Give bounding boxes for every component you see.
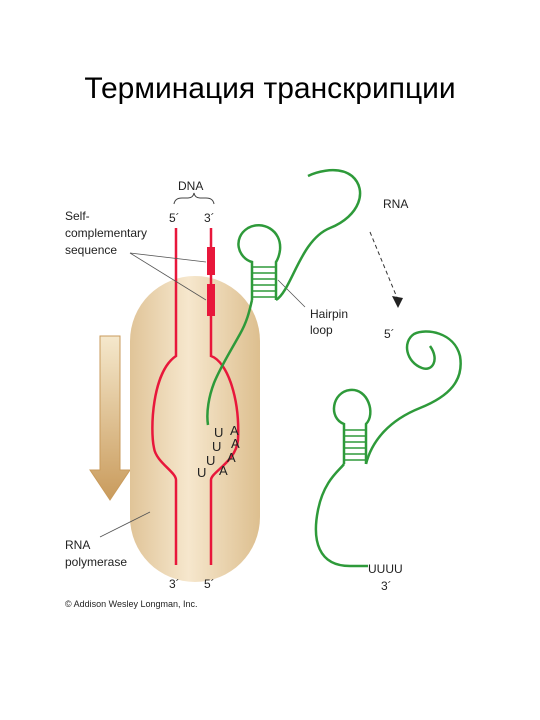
- hairpin-pointer: [277, 279, 306, 308]
- copyright-text: © Addison Wesley Longman, Inc.: [65, 599, 198, 609]
- hairpin-label-line1: Hairpin: [310, 307, 348, 321]
- rna-top-label: RNA: [383, 197, 408, 211]
- self-complementary-block-2: [207, 284, 215, 316]
- uuuu-label: UUUU: [368, 562, 403, 576]
- rna-polymerase-label-line2: polymerase: [65, 555, 127, 569]
- base-a-1: A: [230, 423, 239, 438]
- dna-coding-strand: [209, 228, 240, 565]
- self-label-line1: Self-: [65, 209, 90, 223]
- polymerase-pointer: [99, 511, 151, 538]
- base-u-4: U: [197, 465, 206, 480]
- base-u-2: U: [212, 439, 221, 454]
- dna-label: DNA: [178, 179, 203, 193]
- self-pointer-2: [129, 252, 207, 301]
- dna-top-5-prime: 5´: [169, 211, 180, 225]
- rna-lower-base-pairs: [344, 429, 366, 461]
- self-pointer-1: [129, 252, 207, 263]
- slide-title: Терминация транскрипции: [84, 72, 456, 105]
- dna-bottom-5-prime: 5´: [204, 577, 215, 591]
- self-label-line3: sequence: [65, 243, 117, 257]
- rna-five-prime-label: 5´: [384, 327, 395, 341]
- dna-bracket: [173, 192, 215, 205]
- dna-top-3-prime: 3´: [204, 211, 215, 225]
- self-label-line2: complementary: [65, 226, 147, 240]
- base-a-3: A: [227, 450, 236, 465]
- transition-arrow-head: [392, 296, 403, 308]
- dna-template-strand: [151, 228, 178, 565]
- movement-arrow: [89, 335, 131, 501]
- dna-bottom-3-prime: 3´: [169, 577, 180, 591]
- rna-polymerase-label-line1: RNA: [65, 538, 90, 552]
- rna-polymerase: [130, 276, 260, 582]
- base-a-4: A: [219, 463, 228, 478]
- rna-upper: [206, 168, 362, 426]
- rna-lower: [314, 330, 462, 568]
- transition-arrow-line: [369, 231, 399, 301]
- base-u-3: U: [206, 453, 215, 468]
- base-a-2: A: [231, 436, 240, 451]
- base-u-1: U: [214, 425, 223, 440]
- self-complementary-block-1: [207, 247, 215, 275]
- rna-three-prime-label: 3´: [381, 579, 392, 593]
- rna-upper-base-pairs: [252, 266, 276, 298]
- hairpin-label-line2: loop: [310, 323, 333, 337]
